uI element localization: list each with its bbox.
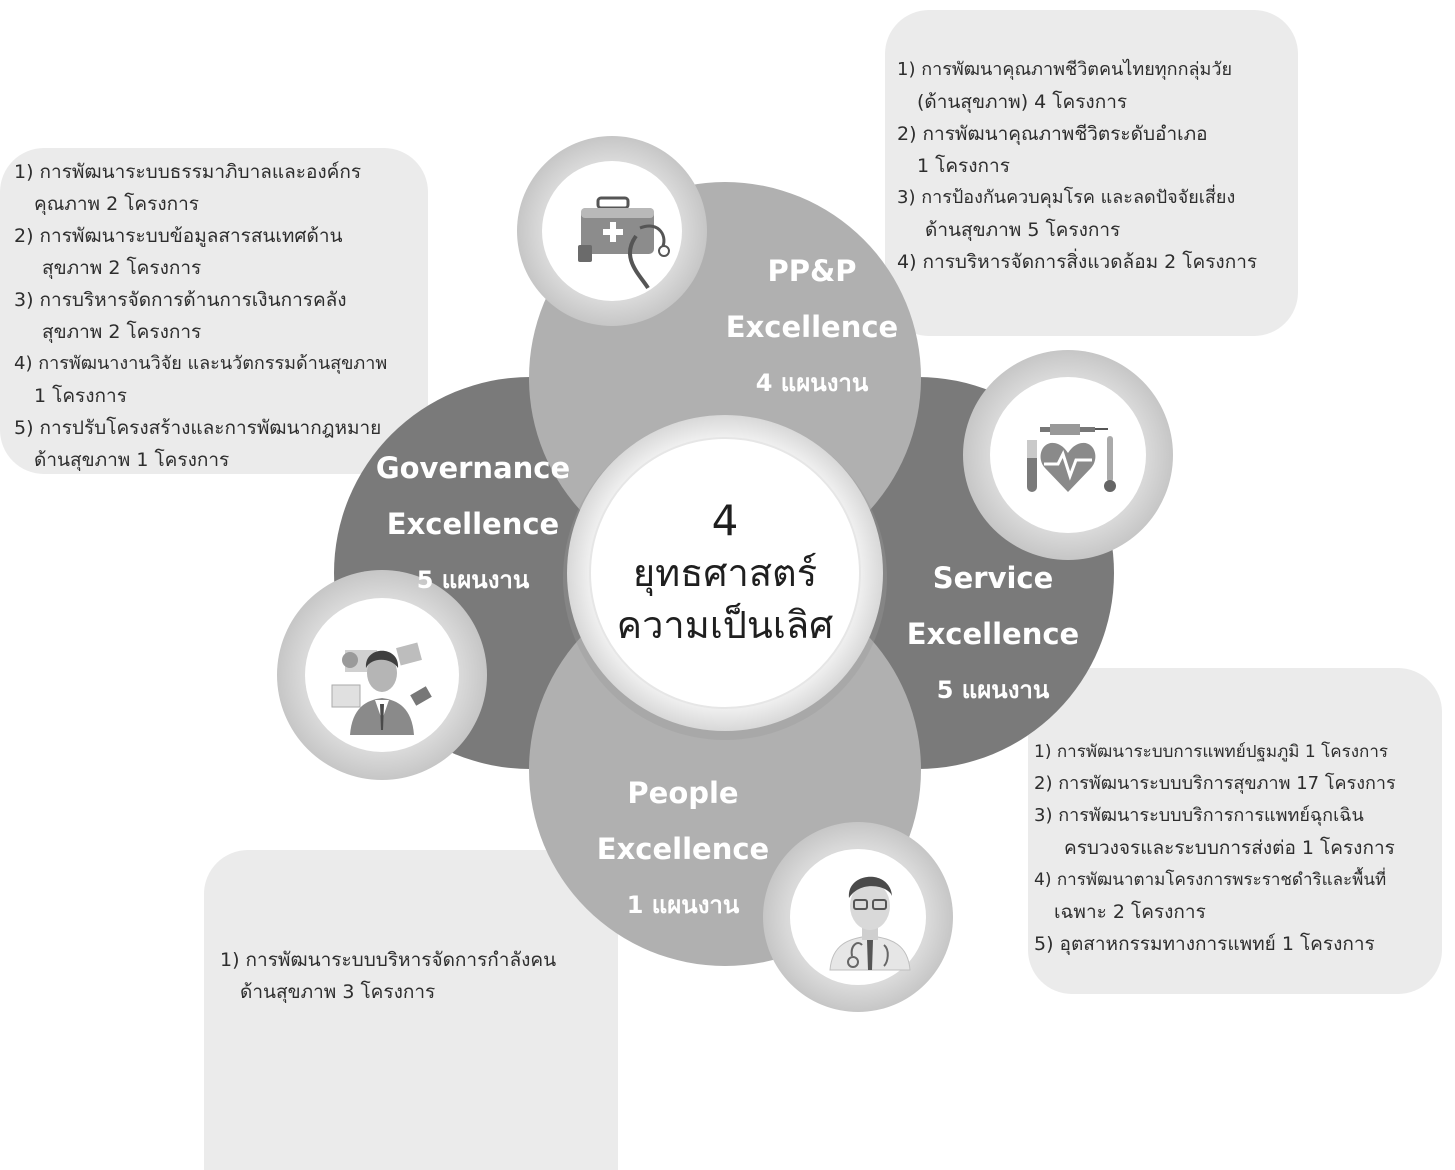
center-title-line1: ยุทธศาสตร์ — [632, 551, 818, 595]
list-item: สุขภาพ 2 โครงการ — [42, 257, 202, 279]
list-item: 1) การพัฒนาระบบบริหารจัดการกำลังคน — [220, 949, 557, 971]
list-item: ด้านสุขภาพ 3 โครงการ — [240, 981, 436, 1003]
governance-title-line2: Excellence — [386, 507, 560, 541]
list-item: ด้านสุขภาพ 5 โครงการ — [925, 219, 1121, 241]
center-title-line2: ความเป็นเลิศ — [616, 603, 834, 647]
strategy-count: 4 — [711, 496, 739, 545]
list-item: 4) การพัฒนางานวิจัย และนวัตกรรมด้านสุขภา… — [14, 353, 388, 374]
center-disc — [589, 437, 861, 709]
list-item: ด้านสุขภาพ 1 โครงการ — [34, 449, 230, 471]
list-item: 1) การพัฒนาระบบการแพทย์ปฐมภูมิ 1 โครงการ — [1034, 742, 1389, 762]
governance-projects-box: 1) การพัฒนาระบบธรรมาภิบาลและองค์กร คุณภา… — [0, 148, 428, 474]
heart-syringe-thermometer-icon — [1027, 424, 1116, 492]
ppp-plan-count: 4 แผนงาน — [755, 369, 869, 397]
service-projects-list: 1) การพัฒนาระบบการแพทย์ปฐมภูมิ 1 โครงการ… — [1034, 736, 1442, 960]
list-item: 3) การบริหารจัดการด้านการเงินการคลัง — [14, 289, 347, 311]
list-item: 5) การปรับโครงสร้างและการพัฒนากฎหมาย — [14, 417, 382, 439]
ppp-title-line2: Excellence — [725, 310, 899, 344]
governance-title-line1: Governance — [375, 451, 571, 485]
people-plan-count: 1 แผนงาน — [626, 891, 740, 919]
list-item: 3) การป้องกันควบคุมโรค และลดปัจจัยเสี่ยง — [897, 187, 1236, 208]
service-projects-box: 1) การพัฒนาระบบการแพทย์ปฐมภูมิ 1 โครงการ… — [1028, 668, 1442, 994]
service-label: Service Excellence 5 แผนงาน — [893, 550, 1093, 718]
ppp-title-line1: PP&P — [767, 254, 857, 288]
people-projects-list: 1) การพัฒนาระบบบริหารจัดการกำลังคน ด้านส… — [220, 944, 618, 1008]
service-plan-count: 5 แผนงาน — [936, 676, 1050, 704]
governance-label: Governance Excellence 5 แผนงาน — [363, 440, 583, 608]
people-title-line1: People — [627, 776, 739, 810]
list-item: คุณภาพ 2 โครงการ — [34, 193, 199, 215]
people-label: People Excellence 1 แผนงาน — [583, 765, 783, 933]
ppp-projects-list: 1) การพัฒนาคุณภาพชีวิตคนไทยทุกกลุ่มวัย (… — [897, 54, 1298, 278]
list-item: 1) การพัฒนาคุณภาพชีวิตคนไทยทุกกลุ่มวัย — [897, 59, 1233, 80]
medical-kit-stethoscope-icon — [578, 196, 670, 290]
service-title-line2: Excellence — [906, 617, 1080, 651]
center-label: 4 ยุทธศาสตร์ ความเป็นเลิศ — [590, 495, 860, 651]
list-item: เฉพาะ 2 โครงการ — [1054, 901, 1206, 923]
governance-projects-list: 1) การพัฒนาระบบธรรมาภิบาลและองค์กร คุณภา… — [14, 156, 428, 476]
list-item: 4) การพัฒนาตามโครงการพระราชดำริและพื้นที… — [1034, 870, 1387, 890]
governance-plan-count: 5 แผนงาน — [416, 566, 530, 594]
list-item: ครบวงจรและระบบการส่งต่อ 1 โครงการ — [1064, 837, 1395, 859]
list-item: 2) การพัฒนาระบบข้อมูลสารสนเทศด้าน — [14, 225, 343, 247]
ppp-projects-box: 1) การพัฒนาคุณภาพชีวิตคนไทยทุกกลุ่มวัย (… — [885, 10, 1298, 336]
list-item: 2) การพัฒนาระบบบริการสุขภาพ 17 โครงการ — [1034, 773, 1396, 794]
doctor-icon — [829, 876, 911, 971]
list-item: (ด้านสุขภาพ) 4 โครงการ — [917, 91, 1128, 113]
list-item: 1 โครงการ — [917, 155, 1010, 177]
list-item: 1 โครงการ — [34, 385, 127, 407]
people-projects-box: 1) การพัฒนาระบบบริหารจัดการกำลังคน ด้านส… — [204, 850, 618, 1170]
list-item: 4) การบริหารจัดการสิ่งแวดล้อม 2 โครงการ — [897, 251, 1258, 273]
list-item: 1) การพัฒนาระบบธรรมาภิบาลและองค์กร — [14, 161, 362, 183]
list-item: 2) การพัฒนาคุณภาพชีวิตระดับอำเภอ — [897, 123, 1208, 145]
businessman-icon — [331, 642, 432, 735]
list-item: 5) อุตสาหกรรมทางการแพทย์ 1 โครงการ — [1034, 933, 1375, 955]
ppp-label: PP&P Excellence 4 แผนงาน — [712, 243, 912, 411]
list-item: สุขภาพ 2 โครงการ — [42, 321, 202, 343]
service-title-line1: Service — [932, 561, 1054, 595]
people-title-line2: Excellence — [596, 832, 770, 866]
list-item: 3) การพัฒนาระบบบริการการแพทย์ฉุกเฉิน — [1034, 805, 1364, 826]
